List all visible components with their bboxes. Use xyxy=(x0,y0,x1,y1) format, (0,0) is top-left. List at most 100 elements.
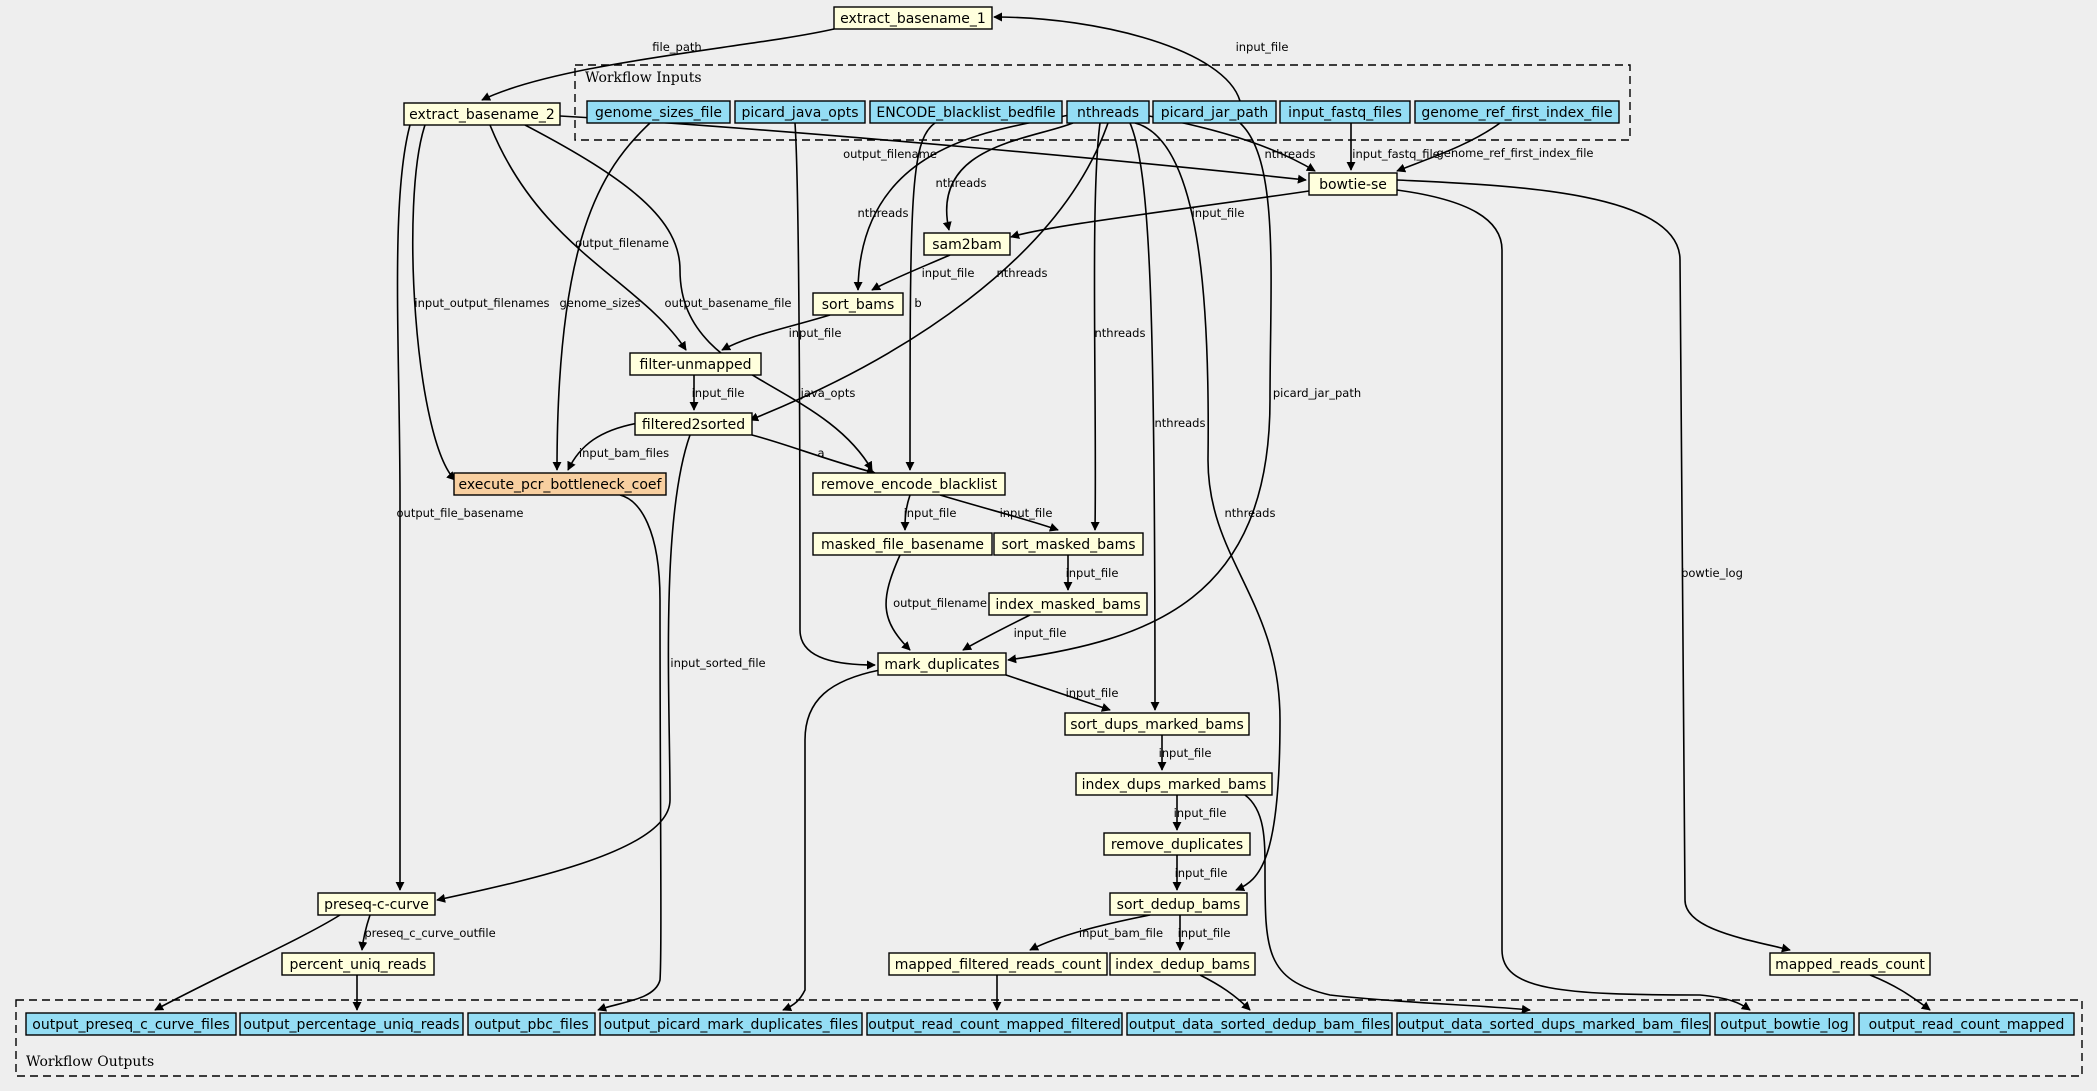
node-mapped-reads-count[interactable]: mapped_reads_count xyxy=(1769,952,1931,976)
node-output-data-sorted-dups-marked-bam-files[interactable]: output_data_sorted_dups_marked_bam_files xyxy=(1396,1012,1711,1036)
node-mark-duplicates[interactable]: mark_duplicates xyxy=(877,652,1007,676)
edge-label-sort_dedup_bams-to-index_dedup_bams: input_file xyxy=(1178,926,1231,940)
edge-bowtie_se-to-mapped_reads_count xyxy=(1396,179,1791,953)
node-box xyxy=(988,592,1148,616)
node-box xyxy=(1279,100,1411,124)
edge-nthreads-to-sort_bams xyxy=(853,114,1070,291)
node-bowtie-se[interactable]: bowtie-se xyxy=(1308,172,1398,196)
node-sort-masked-bams[interactable]: sort_masked_bams xyxy=(993,532,1144,556)
edge-label-bowtie_se-to-sam2bam: input_file xyxy=(1192,206,1245,220)
edge-label-remove_encode_blacklist-to-masked_file_basename: input_file xyxy=(904,506,957,520)
edge-filtered2sorted-to-remove_encode_blacklist xyxy=(751,434,876,476)
edge-line xyxy=(853,114,1070,291)
node-extract-basename-1[interactable]: extract_basename_1 xyxy=(833,6,993,30)
node-label: output_read_count_mapped xyxy=(1869,1017,2065,1033)
node-output-pbc-files[interactable]: output_pbc_files xyxy=(467,1012,596,1036)
edge-label-genome_sizes_file-to-execute_pcr_bottleneck_coef: genome_sizes xyxy=(559,296,640,310)
node-filtered2sorted[interactable]: filtered2sorted xyxy=(634,412,753,436)
node-filter-unmapped[interactable]: filter-unmapped xyxy=(629,352,762,376)
node-box xyxy=(993,532,1144,556)
node-label: output_preseq_c_curve_files xyxy=(32,1017,229,1033)
node-nthreads[interactable]: nthreads xyxy=(1066,100,1150,124)
node-label: extract_basename_1 xyxy=(840,11,986,27)
edge-label-picard_jar_path-to-mark_duplicates: picard_jar_path xyxy=(1273,386,1361,400)
node-box xyxy=(734,100,866,124)
node-extract-basename-2[interactable]: extract_basename_2 xyxy=(403,102,561,126)
edge-label-nthreads-to-sort_dedup_bams: nthreads xyxy=(1225,506,1276,520)
edge-sort_bams-to-filter_unmapped xyxy=(721,314,831,351)
edge-line xyxy=(751,434,876,476)
node-box xyxy=(1066,100,1150,124)
node-box xyxy=(923,232,1011,256)
node-box xyxy=(888,952,1108,976)
node-label: index_masked_bams xyxy=(995,597,1140,613)
node-output-preseq-c-curve-files[interactable]: output_preseq_c_curve_files xyxy=(25,1012,237,1036)
edge-execute_pcr_bottleneck_coef-to-output_pbc_files xyxy=(597,494,662,1012)
edge-label-extract_basename_1-to-extract_basename_2: file_path xyxy=(652,40,701,54)
node-box xyxy=(1126,1012,1393,1036)
node-box xyxy=(812,292,904,316)
node-preseq-c-curve[interactable]: preseq-c-curve xyxy=(317,892,436,916)
edge-label-extract_basename_2-to-bowtie_se: output_filename xyxy=(843,147,937,161)
node-output-bowtie-log[interactable]: output_bowtie_log xyxy=(1714,1012,1855,1036)
node-remove-duplicates[interactable]: remove_duplicates xyxy=(1103,832,1251,856)
edge-line xyxy=(395,124,411,891)
node-box xyxy=(25,1012,237,1036)
node-percent-uniq-reads[interactable]: percent_uniq_reads xyxy=(281,952,435,976)
node-ENCODE-blacklist-bedfile[interactable]: ENCODE_blacklist_bedfile xyxy=(869,100,1063,124)
node-picard-java-opts[interactable]: picard_java_opts xyxy=(734,100,866,124)
node-output-picard-mark-duplicates-files[interactable]: output_picard_mark_duplicates_files xyxy=(599,1012,863,1036)
edge-label-index_masked_bams-to-mark_duplicates: input_file xyxy=(1014,626,1067,640)
edge-line xyxy=(1244,794,1531,1014)
edge-filtered2sorted-to-execute_pcr_bottleneck_coef xyxy=(567,422,639,471)
node-label: output_data_sorted_dedup_bam_files xyxy=(1129,1017,1390,1033)
node-label: picard_jar_path xyxy=(1161,105,1269,121)
cluster-workflow-inputs: Workflow Inputs xyxy=(574,64,1631,141)
edge-line xyxy=(993,12,1241,102)
edge-label-extract_basename_2-to-remove_encode_blacklist: output_basename_file xyxy=(665,296,792,310)
node-label: bowtie-se xyxy=(1319,177,1387,193)
node-picard-jar-path[interactable]: picard_jar_path xyxy=(1152,100,1277,124)
edge-mark_duplicates-to-output_picard_mark_duplicates_files xyxy=(782,669,881,1012)
edge-line xyxy=(721,314,831,351)
edge-line xyxy=(749,122,1109,422)
edge-genome_sizes_file-to-execute_pcr_bottleneck_coef xyxy=(552,122,651,471)
node-masked-file-basename[interactable]: masked_file_basename xyxy=(812,532,993,556)
node-label: output_picard_mark_duplicates_files xyxy=(604,1017,858,1033)
edge-label-sort_bams-to-filter_unmapped: input_file xyxy=(789,326,842,340)
node-sort-bams[interactable]: sort_bams xyxy=(812,292,904,316)
node-index-dedup-bams[interactable]: index_dedup_bams xyxy=(1109,952,1256,976)
node-output-read-count-mapped-filtered[interactable]: output_read_count_mapped_filtered xyxy=(866,1012,1123,1036)
node-output-percentage-uniq-reads[interactable]: output_percentage_uniq_reads xyxy=(239,1012,464,1036)
edge-ENCODE_blacklist_bedfile-to-remove_encode_blacklist xyxy=(905,122,936,471)
node-box xyxy=(467,1012,596,1036)
edge-line xyxy=(905,122,936,471)
node-box xyxy=(1103,832,1251,856)
node-output-data-sorted-dedup-bam-files[interactable]: output_data_sorted_dedup_bam_files xyxy=(1126,1012,1393,1036)
node-index-dups-marked-bams[interactable]: index_dups_marked_bams xyxy=(1075,772,1273,796)
edge-nthreads-to-sort_dedup_bams xyxy=(1134,122,1281,892)
edge-line xyxy=(1010,190,1310,239)
node-index-masked-bams[interactable]: index_masked_bams xyxy=(988,592,1148,616)
edge-mapped_reads_count-to-output_read_count_mapped xyxy=(1869,974,1931,1011)
node-box xyxy=(1308,172,1398,196)
node-mapped-filtered-reads-count[interactable]: mapped_filtered_reads_count xyxy=(888,952,1108,976)
node-genome-ref-first-index-file[interactable]: genome_ref_first_index_file xyxy=(1414,100,1620,124)
node-execute-pcr-bottleneck-coef[interactable]: execute_pcr_bottleneck_coef xyxy=(453,472,667,496)
node-sort-dups-marked-bams[interactable]: sort_dups_marked_bams xyxy=(1064,712,1250,736)
node-label: remove_encode_blacklist xyxy=(821,477,998,493)
node-sam2bam[interactable]: sam2bam xyxy=(923,232,1011,256)
node-box xyxy=(586,100,731,124)
edge-masked_file_basename-to-mark_duplicates xyxy=(885,554,911,651)
node-sort-dedup-bams[interactable]: sort_dedup_bams xyxy=(1109,892,1248,916)
node-genome-sizes-file[interactable]: genome_sizes_file xyxy=(586,100,731,124)
edge-line xyxy=(412,124,456,481)
node-input-fastq-files[interactable]: input_fastq_files xyxy=(1279,100,1411,124)
node-label: index_dedup_bams xyxy=(1115,957,1250,973)
node-label: masked_file_basename xyxy=(821,537,984,553)
node-output-read-count-mapped[interactable]: output_read_count_mapped xyxy=(1858,1012,2075,1036)
node-remove-encode-blacklist[interactable]: remove_encode_blacklist xyxy=(812,472,1006,496)
edge-line xyxy=(1396,179,1791,953)
edge-line xyxy=(1029,914,1151,951)
